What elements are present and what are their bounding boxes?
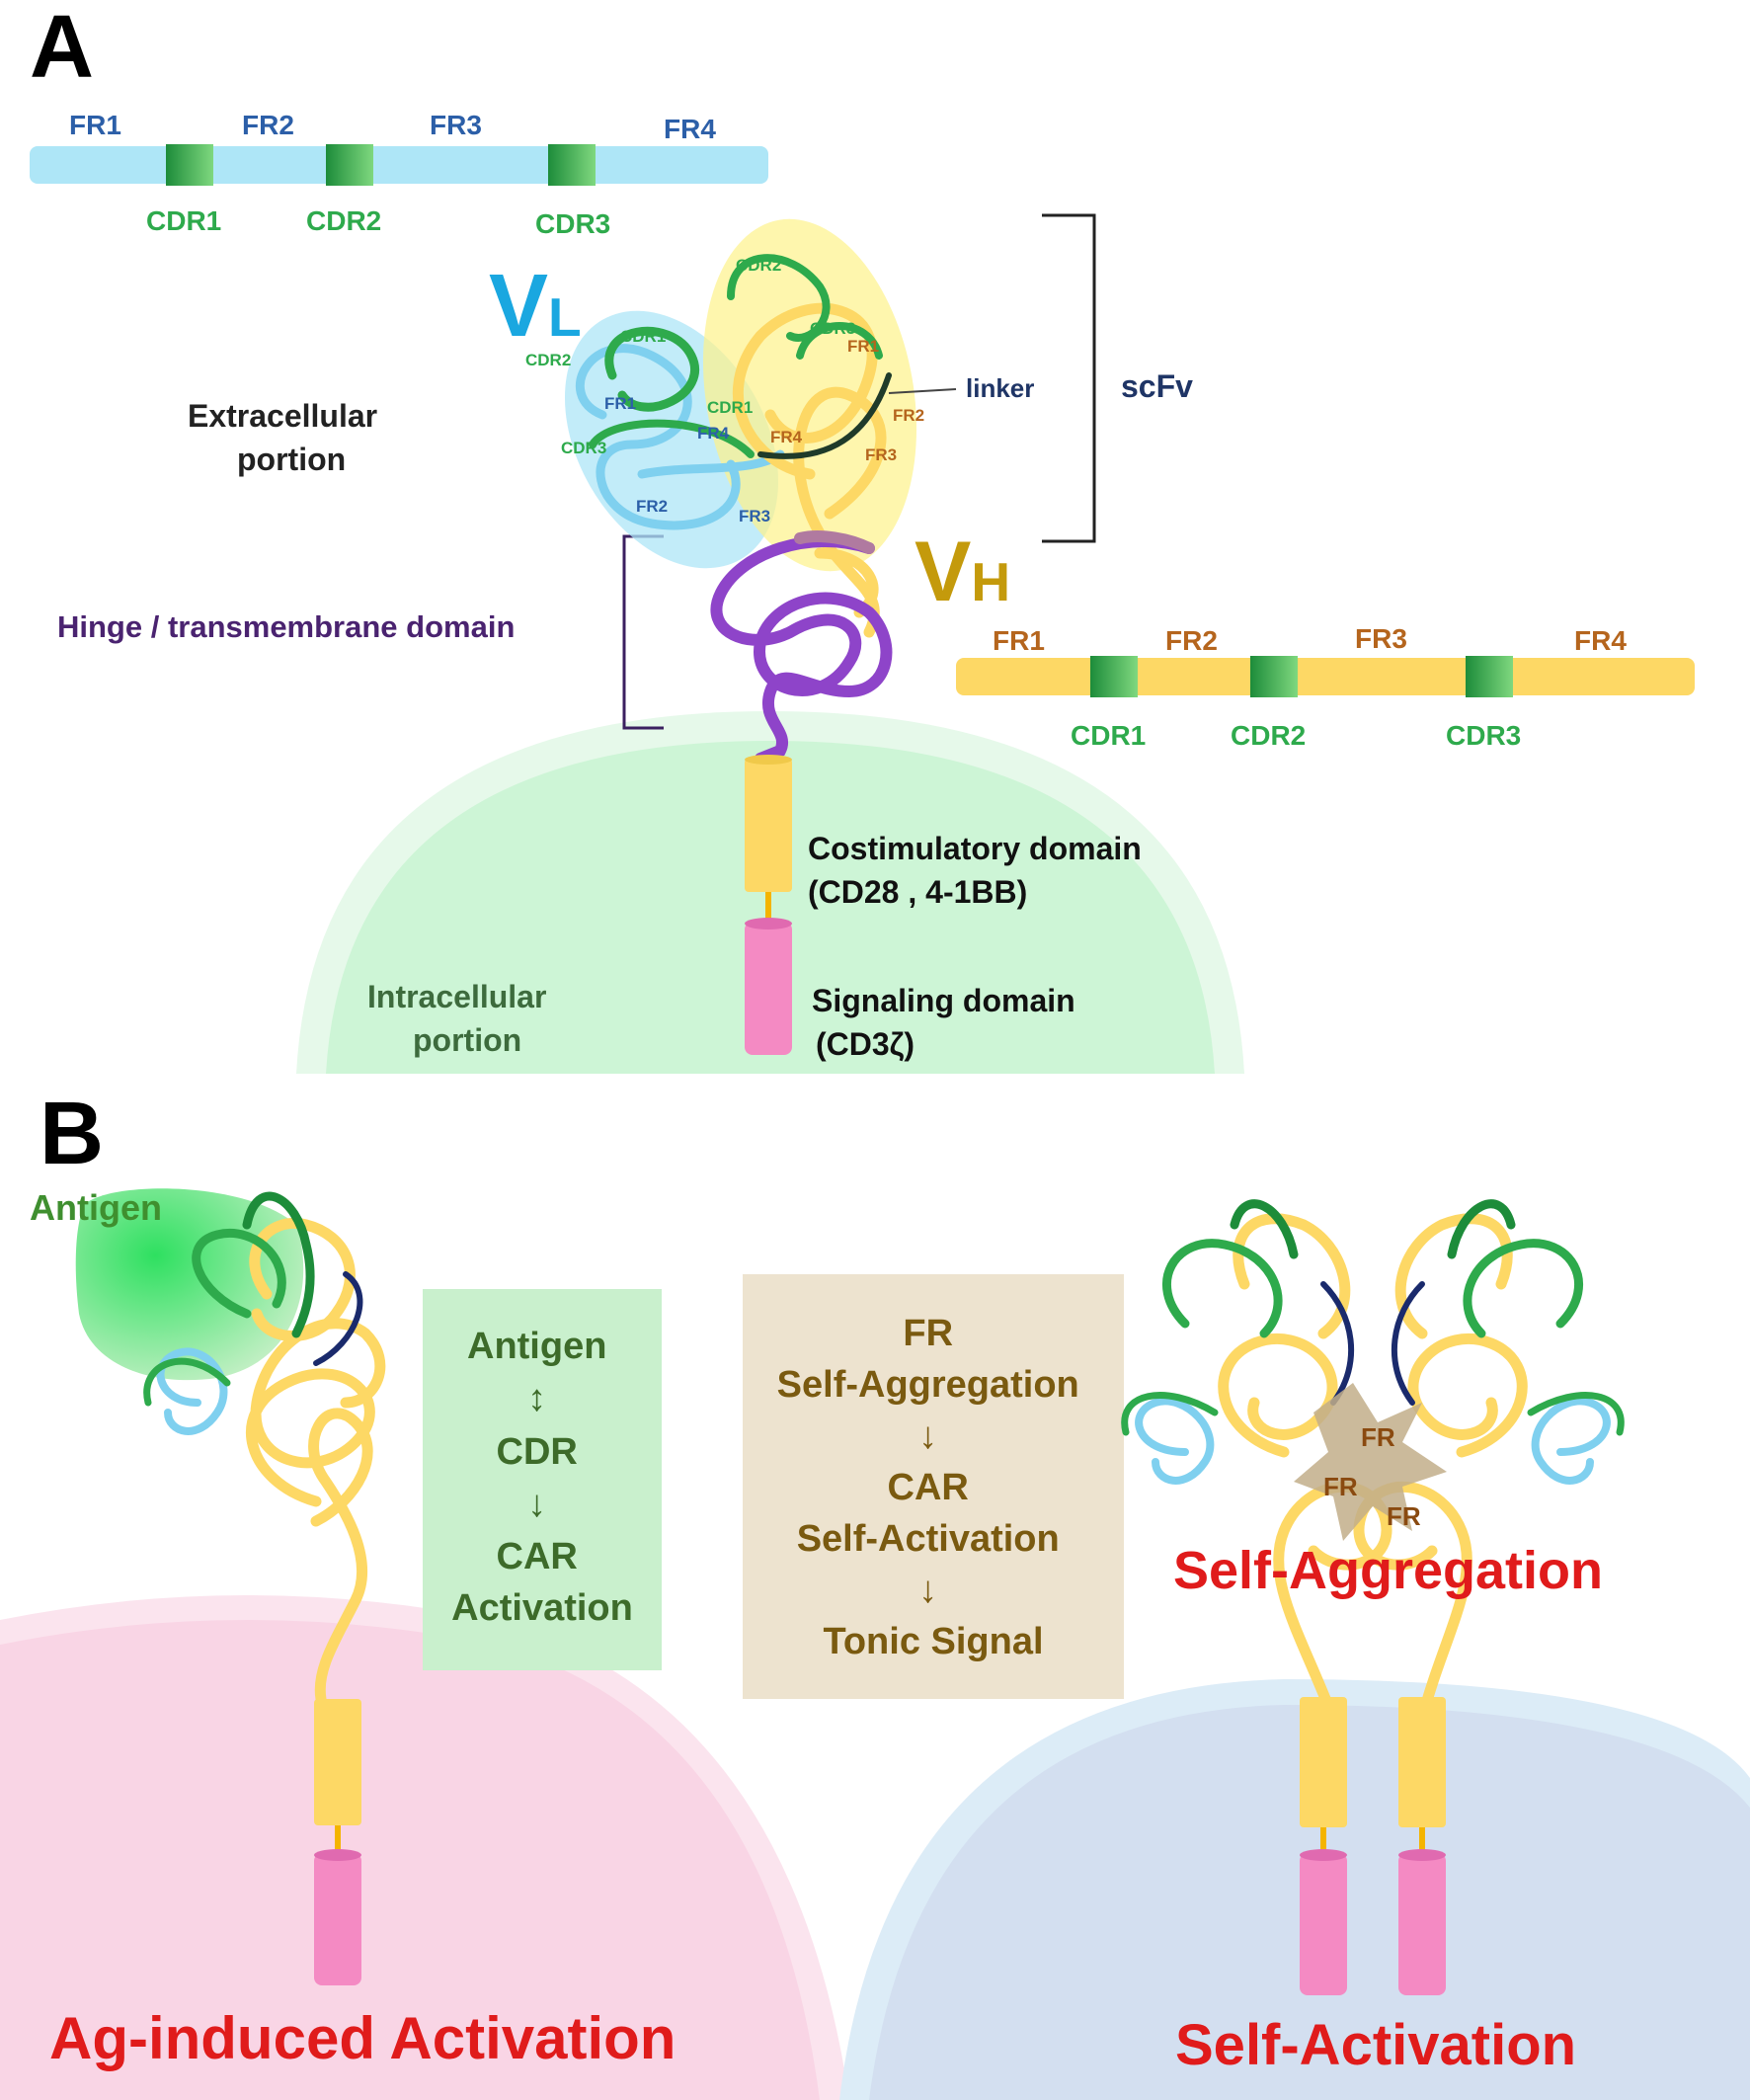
- left-signal-cylinder-top: [314, 1849, 361, 1861]
- right-costim-cylinder-2: [1398, 1697, 1446, 1827]
- extracellular-label: Extracellular portion: [188, 398, 386, 477]
- right-signal-cylinder-1: [1300, 1853, 1347, 1995]
- vh-bar-cdr1-label: CDR1: [1071, 720, 1146, 751]
- antigen-cdr-box-text: Antigen ↕ CDR ↓ CAR Activation: [451, 1326, 633, 1629]
- fr-tag-1: FR: [1361, 1422, 1395, 1452]
- antigen-cdr-box: [423, 1289, 662, 1670]
- vh-bar-fr3: FR3: [1355, 623, 1407, 654]
- vl-bar-cdr3: [548, 144, 596, 186]
- ag-induced-activation-label: Ag-induced Activation: [49, 2005, 676, 2071]
- vh-bar-fr4: FR4: [1574, 625, 1627, 656]
- vh-loop-fr3: FR3: [865, 445, 897, 464]
- vl-loop-fr1: FR1: [604, 394, 636, 413]
- vl-domain-bar: FR1 FR2 FR3 FR4 CDR1 CDR2 CDR3: [30, 110, 768, 239]
- panel-a: A FR1 FR2 FR3 FR4 CDR1 CDR2 CDR3 scFv Hi…: [30, 0, 1695, 1074]
- hinge-domain: [710, 530, 893, 765]
- signal-cylinder-a-top: [745, 918, 792, 929]
- vl-loops: [575, 326, 785, 530]
- vh-label: VH: [915, 525, 1010, 619]
- signaling-label: Signaling domain (CD3ζ): [812, 983, 1084, 1062]
- vl-loop-cdr1: CDR1: [620, 327, 666, 346]
- vh-bar-body: [956, 658, 1695, 695]
- vl-loop-fr4: FR4: [697, 424, 730, 443]
- vl-bar-body: [30, 146, 768, 184]
- signal-cylinder-a: [745, 922, 792, 1055]
- cell-b-left-inner: [0, 1620, 820, 2100]
- vh-loop-labels: CDR2 CDR3 CDR1 FR1 FR2 FR3 FR4: [707, 256, 924, 464]
- panel-a-letter: A: [30, 0, 94, 97]
- right-costim-cylinder-1: [1300, 1697, 1347, 1827]
- intracellular-label: Intracellular portion: [367, 979, 555, 1058]
- vh-loop-cdr3: CDR3: [810, 319, 855, 338]
- vl-bar-cdr2-label: CDR2: [306, 205, 381, 236]
- vl-loop-fr2: FR2: [636, 497, 668, 516]
- right-signal-cylinder-2: [1398, 1853, 1446, 1995]
- scfv-label: scFv: [1121, 368, 1193, 404]
- fr-tag-2: FR: [1323, 1472, 1358, 1501]
- costim-cylinder-a-top: [745, 755, 792, 765]
- vl-bar-fr2: FR2: [242, 110, 294, 140]
- vh-loop-fr2: FR2: [893, 406, 924, 425]
- vl-bar-fr4: FR4: [664, 114, 716, 144]
- vh-bar-cdr3: [1466, 656, 1513, 697]
- vl-loop-labels: CDR1 CDR2 CDR3 FR1 FR4 FR2 FR3: [525, 327, 770, 525]
- vl-label: VL: [489, 257, 582, 356]
- vh-bar-fr2: FR2: [1165, 625, 1218, 656]
- vl-loop-cdr2: CDR2: [525, 351, 571, 369]
- left-costim-cylinder: [314, 1699, 361, 1825]
- vh-bar-fr1: FR1: [993, 625, 1045, 656]
- vh-loop-fr4: FR4: [770, 428, 803, 446]
- vh-bar-cdr2-label: CDR2: [1231, 720, 1306, 751]
- fr-aggregation-box-text: FR Self-Aggregation ↓ CAR Self-Activatio…: [777, 1313, 1090, 1662]
- vh-bar-cdr3-label: CDR3: [1446, 720, 1521, 751]
- vh-loop-cdr2: CDR2: [736, 256, 781, 275]
- fr-tag-3: FR: [1387, 1501, 1421, 1531]
- self-aggregation-label: Self-Aggregation: [1173, 1541, 1603, 1600]
- hinge-bracket: [622, 534, 664, 730]
- panel-b: B Antigen Antigen ↕ CDR ↓: [0, 1085, 1750, 2100]
- fr-aggregation-star: [1294, 1383, 1447, 1541]
- hinge-label: Hinge / transmembrane domain: [57, 609, 515, 644]
- costim-cylinder-a: [745, 759, 792, 892]
- costim-label: Costimulatory domain (CD28 , 4-1BB): [808, 831, 1151, 910]
- scfv-bracket: [1042, 213, 1096, 543]
- left-car-loops: [143, 1191, 386, 1705]
- vh-loop-cdr1: CDR1: [707, 398, 753, 417]
- vl-loop-fr3: FR3: [739, 507, 770, 525]
- left-signal-cylinder: [314, 1853, 361, 1985]
- antigen-label: Antigen: [30, 1187, 162, 1228]
- vl-loop-cdr3: CDR3: [561, 439, 606, 457]
- vl-bar-cdr1-label: CDR1: [146, 205, 221, 236]
- vh-domain-bar: FR1 FR2 FR3 FR4 CDR1 CDR2 CDR3: [956, 623, 1695, 751]
- right-signal-cylinder-2-top: [1398, 1849, 1446, 1861]
- linker-pointer: [888, 388, 957, 394]
- right-signal-cylinder-1-top: [1300, 1849, 1347, 1861]
- vh-bar-cdr1: [1090, 656, 1138, 697]
- vh-loop-fr1: FR1: [847, 337, 879, 356]
- panel-b-letter: B: [40, 1085, 104, 1183]
- vl-bar-fr1: FR1: [69, 110, 121, 140]
- vl-bar-cdr3-label: CDR3: [535, 208, 610, 239]
- fr-aggregation-box: [743, 1274, 1124, 1699]
- vl-bar-cdr2: [326, 144, 373, 186]
- vl-bar-cdr1: [166, 144, 213, 186]
- vh-bar-cdr2: [1250, 656, 1298, 697]
- linker-label: linker: [966, 373, 1034, 403]
- vl-bar-fr3: FR3: [430, 110, 482, 140]
- self-activation-label: Self-Activation: [1175, 2013, 1576, 2077]
